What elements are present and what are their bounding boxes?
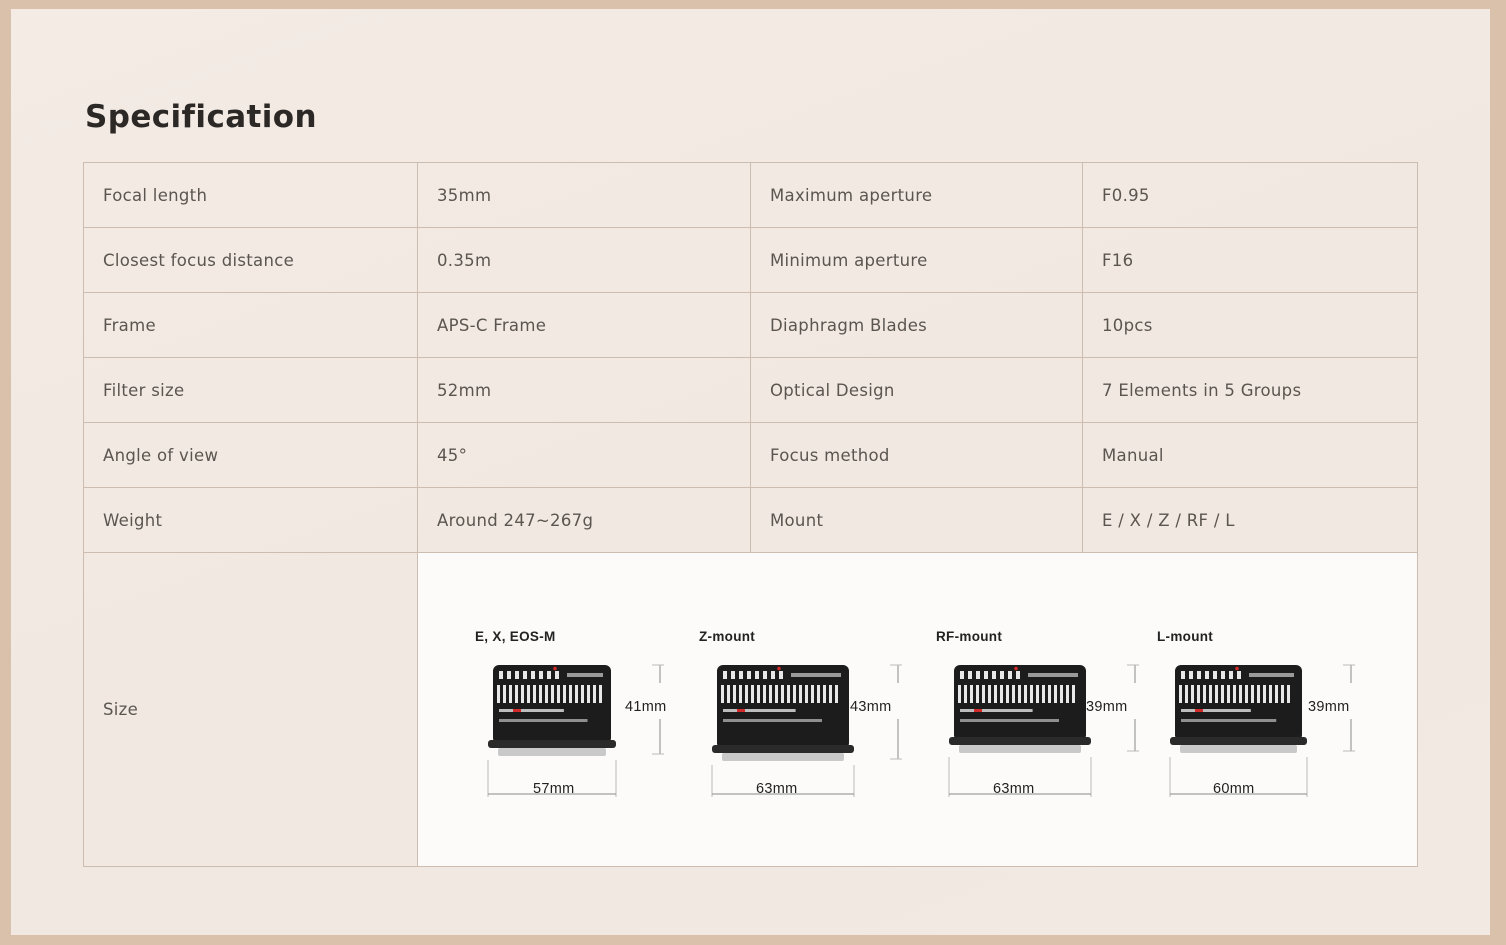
size-row: Size E, X, EOS-M 41mm 57mm Z-mount 43mm bbox=[83, 552, 1418, 867]
spec-label: Filter size bbox=[83, 357, 418, 423]
spec-value: 52mm bbox=[417, 357, 751, 423]
lens-image bbox=[711, 664, 902, 797]
width-dimension: 63mm bbox=[756, 781, 798, 797]
size-diagram-cell: E, X, EOS-M 41mm 57mm Z-mount 43mm 63mm bbox=[417, 552, 1418, 867]
lens-image bbox=[948, 664, 1139, 797]
width-dimension: 57mm bbox=[533, 781, 575, 797]
lens-image bbox=[487, 664, 664, 797]
table-row: Focal length 35mm Maximum aperture F0.95 bbox=[83, 162, 1418, 228]
spec-label: Minimum aperture bbox=[750, 227, 1083, 293]
mount-label: RF-mount bbox=[936, 629, 1003, 644]
height-dimension: 39mm bbox=[1308, 699, 1350, 715]
lens-group-e-x-eos-m: E, X, EOS-M 41mm 57mm bbox=[475, 629, 685, 809]
spec-label: Closest focus distance bbox=[83, 227, 418, 293]
spec-label: Diaphragm Blades bbox=[750, 292, 1083, 358]
width-dimension: 60mm bbox=[1213, 781, 1255, 797]
spec-value: F16 bbox=[1082, 227, 1418, 293]
spec-label: Weight bbox=[83, 487, 418, 553]
page-title: Specification bbox=[85, 99, 317, 135]
spec-label: Optical Design bbox=[750, 357, 1083, 423]
spec-value: 0.35m bbox=[417, 227, 751, 293]
table-row: Closest focus distance 0.35m Minimum ape… bbox=[83, 227, 1418, 293]
size-label: Size bbox=[83, 552, 418, 867]
spec-value: 35mm bbox=[417, 162, 751, 228]
spec-value: APS-C Frame bbox=[417, 292, 751, 358]
spec-value: Around 247~267g bbox=[417, 487, 751, 553]
mount-label: L-mount bbox=[1157, 629, 1214, 644]
spec-value: Manual bbox=[1082, 422, 1418, 488]
lens-image bbox=[1169, 664, 1355, 797]
table-row: Filter size 52mm Optical Design 7 Elemen… bbox=[83, 357, 1418, 423]
lens-group-rf-mount: RF-mount 39mm 63mm bbox=[936, 629, 1146, 809]
width-dimension: 63mm bbox=[993, 781, 1035, 797]
spec-label: Maximum aperture bbox=[750, 162, 1083, 228]
height-dimension: 41mm bbox=[625, 699, 667, 715]
spec-value: 10pcs bbox=[1082, 292, 1418, 358]
spec-label: Mount bbox=[750, 487, 1083, 553]
spec-label: Focus method bbox=[750, 422, 1083, 488]
height-dimension: 43mm bbox=[850, 699, 892, 715]
mount-label: Z-mount bbox=[699, 629, 756, 644]
table-row: Weight Around 247~267g Mount E / X / Z /… bbox=[83, 487, 1418, 553]
lens-group-z-mount: Z-mount 43mm 63mm bbox=[699, 629, 909, 809]
table-row: Angle of view 45° Focus method Manual bbox=[83, 422, 1418, 488]
spec-label: Angle of view bbox=[83, 422, 418, 488]
table-row: Frame APS-C Frame Diaphragm Blades 10pcs bbox=[83, 292, 1418, 358]
height-dimension: 39mm bbox=[1086, 699, 1128, 715]
spec-label: Frame bbox=[83, 292, 418, 358]
mount-label: E, X, EOS-M bbox=[475, 629, 556, 644]
size-diagram: E, X, EOS-M 41mm 57mm Z-mount 43mm 63mm bbox=[418, 553, 1417, 866]
spec-value: F0.95 bbox=[1082, 162, 1418, 228]
page-frame: Specification Focal length 35mm Maximum … bbox=[11, 9, 1490, 935]
spec-value: 7 Elements in 5 Groups bbox=[1082, 357, 1418, 423]
specification-table: Focal length 35mm Maximum aperture F0.95… bbox=[83, 162, 1418, 867]
lens-group-l-mount: L-mount 39mm 60mm bbox=[1157, 629, 1367, 809]
spec-label: Focal length bbox=[83, 162, 418, 228]
spec-value: 45° bbox=[417, 422, 751, 488]
spec-value: E / X / Z / RF / L bbox=[1082, 487, 1418, 553]
